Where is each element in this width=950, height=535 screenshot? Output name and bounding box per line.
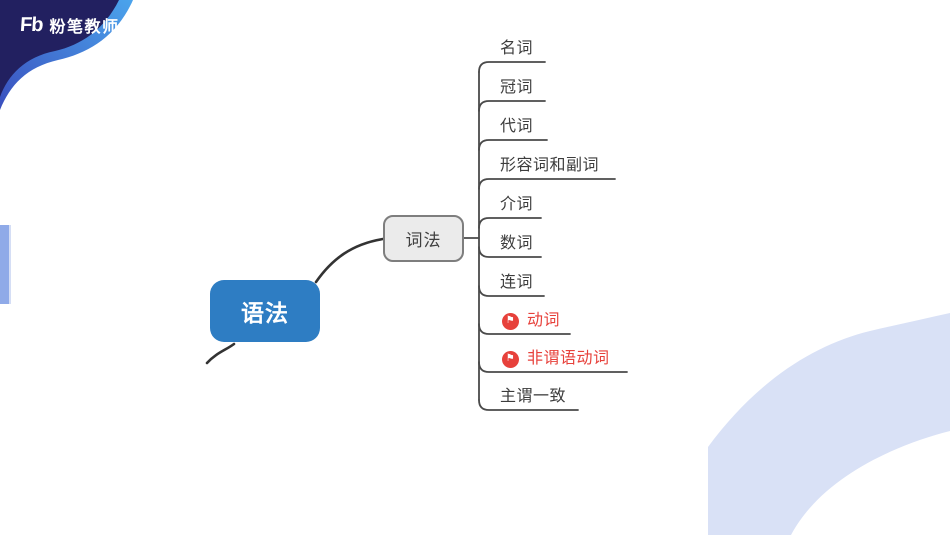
branch-adjective-adverb[interactable]: 形容词和副词 <box>500 155 599 177</box>
fenbi-logo-icon: Fb <box>19 13 44 36</box>
branch-label-text: 动词 <box>527 312 561 329</box>
branch-label-text: 连词 <box>500 274 534 291</box>
flag-icon: ⚑ <box>502 312 519 330</box>
branch-nonfinite-verb[interactable]: ⚑ 非谓语动词 <box>502 348 610 370</box>
topic-morphology[interactable]: 词法 <box>383 215 464 262</box>
brand-logo: Fb 粉笔教师 <box>19 13 120 37</box>
branch-noun[interactable]: 名词 <box>500 38 533 60</box>
branch-verb[interactable]: ⚑ 动词 <box>502 310 560 332</box>
branch-underline-3 <box>478 178 616 190</box>
branch-label-text: 冠词 <box>500 79 534 96</box>
branch-label-text: 主谓一致 <box>500 388 567 405</box>
branch-label-text: 名词 <box>500 40 534 57</box>
corner-arc-decoration <box>708 313 950 535</box>
branch-subject-verb-agreement[interactable]: 主谓一致 <box>500 386 566 408</box>
branch-underline-7 <box>478 323 571 335</box>
branch-underline-6 <box>478 285 545 297</box>
branch-underline-1 <box>478 100 546 112</box>
branch-numeral[interactable]: 数词 <box>500 233 533 255</box>
branch-pronoun[interactable]: 代词 <box>500 116 533 138</box>
edge-root-to-offscreen <box>205 342 236 365</box>
left-accent-bar <box>0 225 11 304</box>
wave-decoration <box>0 0 133 110</box>
branch-underline-5 <box>478 246 542 258</box>
branch-label-text: 数词 <box>500 235 534 252</box>
branch-article[interactable]: 冠词 <box>500 77 533 99</box>
root-topic-grammar[interactable]: 语法 <box>210 280 320 342</box>
branch-underline-9 <box>478 399 579 411</box>
branch-underline-8 <box>478 361 628 373</box>
branch-conjunction[interactable]: 连词 <box>500 272 533 294</box>
flag-icon: ⚑ <box>502 350 519 368</box>
brand-logo-text: 粉笔教师 <box>49 19 120 36</box>
branch-label-text: 形容词和副词 <box>500 157 600 174</box>
branch-label-text: 非谓语动词 <box>527 350 610 367</box>
edge-root-to-cihua <box>314 237 385 284</box>
branch-underline-2 <box>478 139 548 151</box>
branch-underline-0 <box>478 61 546 73</box>
branch-label-text: 介词 <box>500 196 534 213</box>
branch-label-text: 代词 <box>500 118 534 135</box>
branch-underline-4 <box>478 217 542 229</box>
branch-preposition[interactable]: 介词 <box>500 194 533 216</box>
